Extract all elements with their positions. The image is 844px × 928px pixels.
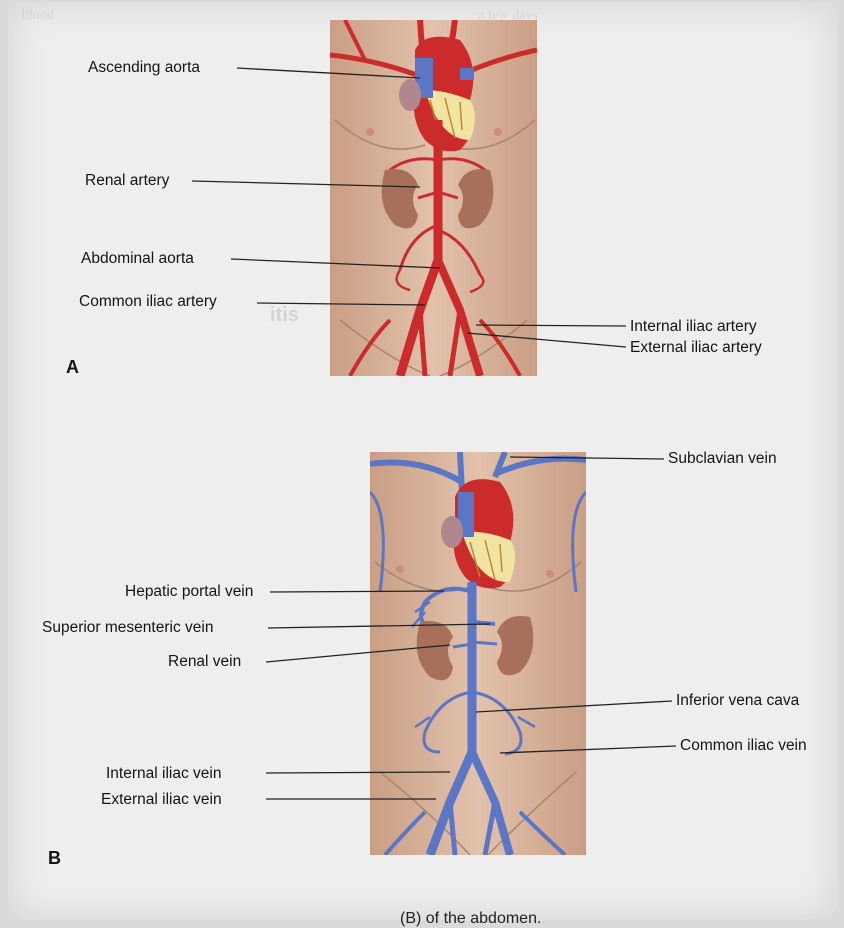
caption-fragment: (B) of the abdomen. bbox=[400, 910, 541, 928]
label-superior-mesenteric-vein: Superior mesenteric vein bbox=[42, 619, 213, 637]
leader-common-iliac-vein bbox=[500, 746, 676, 753]
leader-hepatic-portal-vein bbox=[270, 591, 444, 592]
label-renal-artery: Renal artery bbox=[85, 172, 169, 190]
label-ascending-aorta: Ascending aorta bbox=[88, 59, 200, 77]
leader-superior-mesenteric-vein bbox=[268, 624, 490, 628]
label-subclavian-vein: Subclavian vein bbox=[668, 450, 777, 468]
label-external-iliac-vein: External iliac vein bbox=[101, 791, 222, 809]
label-external-iliac-artery: External iliac artery bbox=[630, 339, 762, 357]
leader-internal-iliac-artery bbox=[476, 325, 626, 326]
leader-renal-vein bbox=[266, 645, 450, 662]
label-abdominal-aorta: Abdominal aorta bbox=[81, 250, 194, 268]
panel-letter-a: A bbox=[66, 357, 79, 378]
leader-renal-artery bbox=[192, 181, 420, 187]
label-renal-vein: Renal vein bbox=[168, 653, 241, 671]
leader-external-iliac-artery bbox=[467, 333, 626, 347]
leader-internal-iliac-vein bbox=[266, 772, 450, 773]
label-hepatic-portal-vein: Hepatic portal vein bbox=[125, 583, 253, 601]
leader-abdominal-aorta bbox=[231, 259, 440, 268]
leader-common-iliac-artery bbox=[257, 303, 425, 305]
leader-inferior-vena-cava bbox=[476, 701, 672, 712]
panel-letter-b: B bbox=[48, 848, 61, 869]
label-common-iliac-vein: Common iliac vein bbox=[680, 737, 807, 755]
leader-ascending-aorta bbox=[237, 68, 420, 78]
leader-subclavian-vein bbox=[510, 457, 664, 459]
label-inferior-vena-cava: Inferior vena cava bbox=[676, 692, 799, 710]
label-internal-iliac-vein: Internal iliac vein bbox=[106, 765, 221, 783]
label-internal-iliac-artery: Internal iliac artery bbox=[630, 318, 757, 336]
label-common-iliac-artery: Common iliac artery bbox=[79, 293, 217, 311]
